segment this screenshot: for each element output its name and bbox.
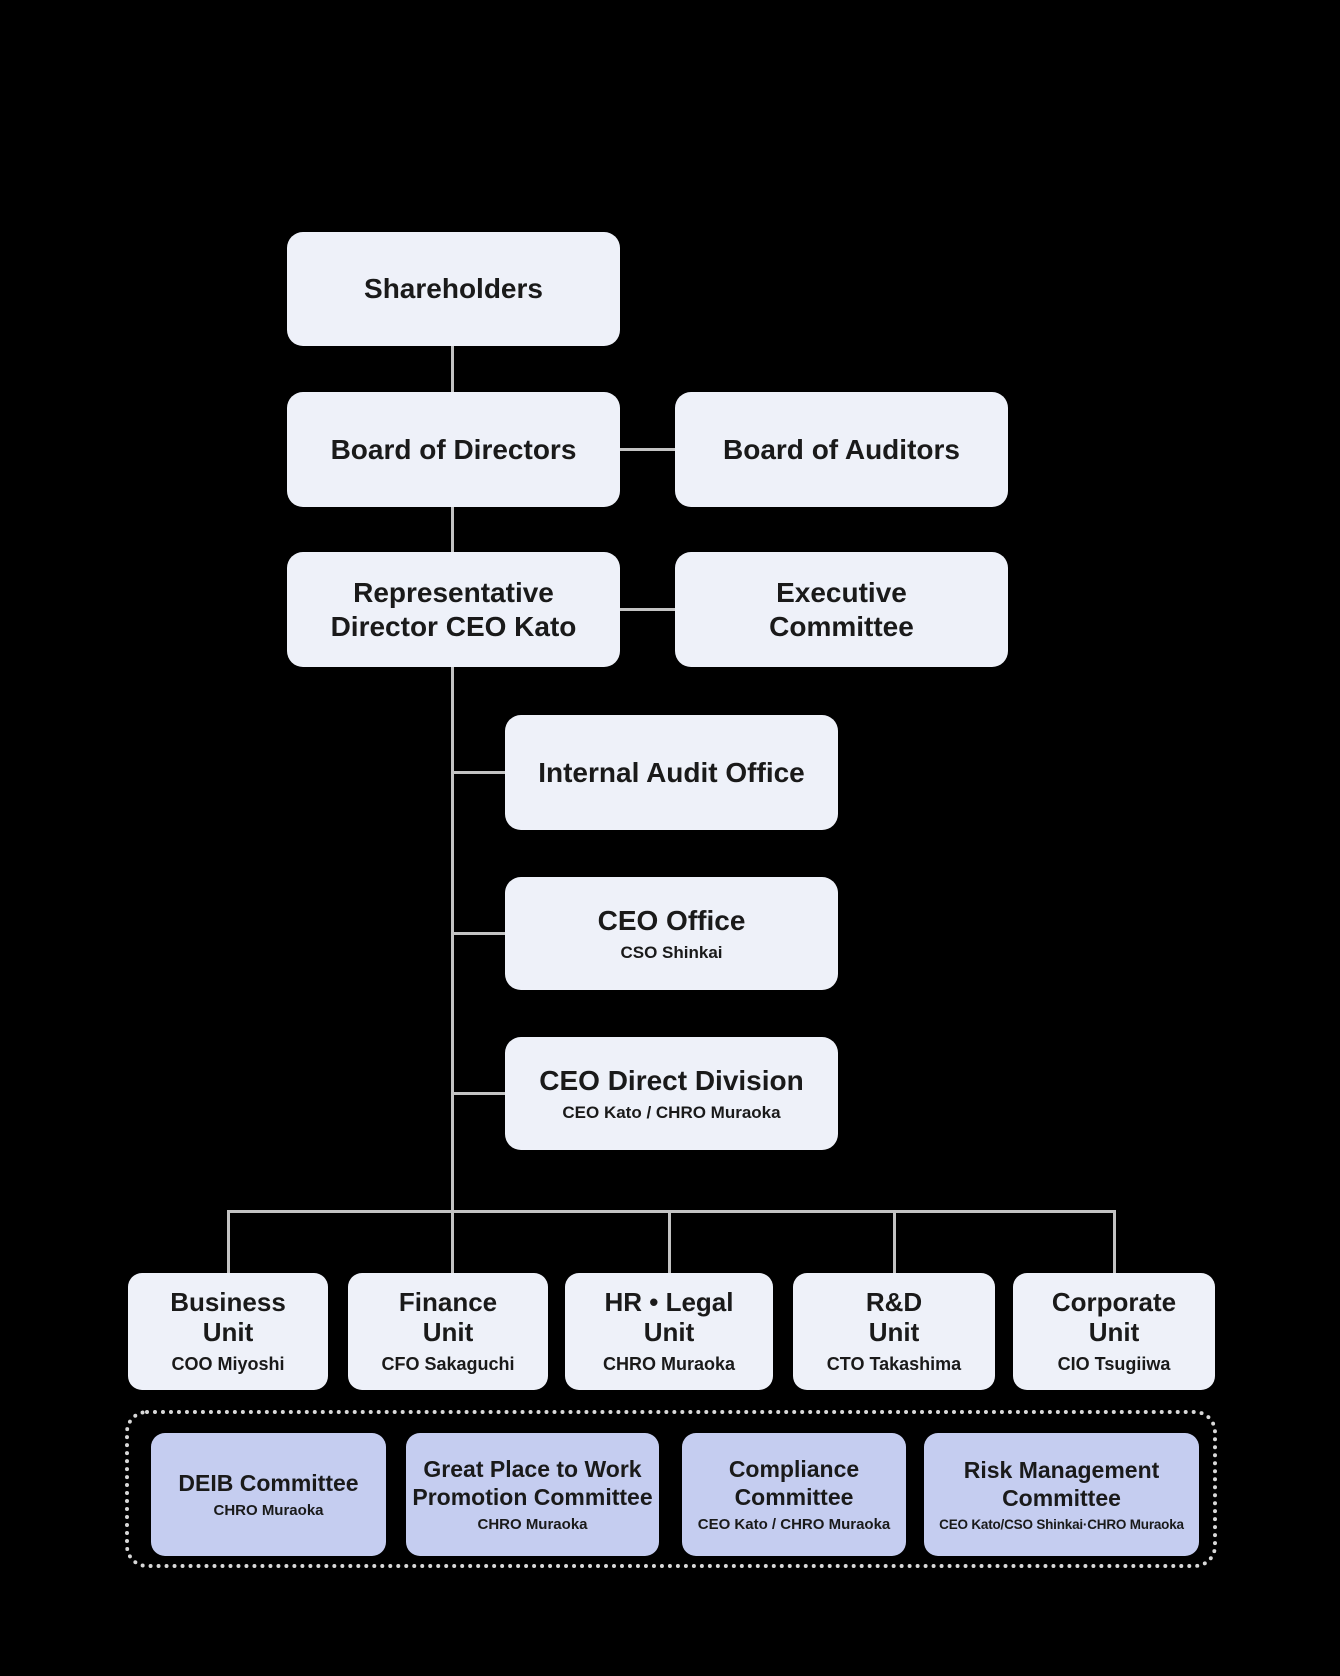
node-subtitle: CFO Sakaguchi bbox=[381, 1354, 515, 1375]
connector-drop-corporate bbox=[1113, 1210, 1116, 1273]
connector-ceo-office bbox=[452, 932, 505, 935]
node-compliance-committee: Compliance Committee CEO Kato / CHRO Mur… bbox=[682, 1433, 906, 1556]
node-rd-unit: R&D Unit CTO Takashima bbox=[793, 1273, 995, 1390]
connector-trunk bbox=[451, 667, 454, 1273]
node-risk-management-committee: Risk Management Committee CEO Kato/CSO S… bbox=[924, 1433, 1199, 1556]
node-title: Compliance Committee bbox=[728, 1455, 860, 1510]
connector-units-horizontal bbox=[227, 1210, 1116, 1213]
node-hr-legal-unit: HR • Legal Unit CHRO Muraoka bbox=[565, 1273, 773, 1390]
connector-drop-hr-legal bbox=[668, 1210, 671, 1273]
connector-board-auditors bbox=[620, 448, 675, 451]
node-title: HR • Legal Unit bbox=[604, 1286, 734, 1347]
node-subtitle: CHRO Muraoka bbox=[602, 1354, 736, 1375]
node-title: Risk Management Committee bbox=[963, 1456, 1160, 1511]
node-title: Internal Audit Office bbox=[538, 756, 805, 788]
node-title: Shareholders bbox=[364, 273, 543, 305]
connector-ceo-exec-committee bbox=[620, 608, 675, 611]
node-subtitle: CIO Tsugiiwa bbox=[1057, 1354, 1171, 1375]
connector-internal-audit bbox=[452, 771, 505, 774]
node-subtitle: CEO Kato / CHRO Muraoka bbox=[697, 1516, 891, 1534]
node-title: Representative Director CEO Kato bbox=[330, 577, 577, 642]
node-deib-committee: DEIB Committee CHRO Muraoka bbox=[151, 1433, 386, 1556]
connector-ceo-direct-division bbox=[452, 1092, 505, 1095]
node-representative-director: Representative Director CEO Kato bbox=[287, 552, 620, 667]
node-executive-committee: Executive Committee bbox=[675, 552, 1008, 667]
node-title: R&D Unit bbox=[865, 1286, 923, 1347]
node-title: Finance Unit bbox=[398, 1286, 498, 1347]
node-title: Business Unit bbox=[170, 1286, 286, 1347]
node-ceo-direct-division: CEO Direct Division CEO Kato / CHRO Mura… bbox=[505, 1037, 838, 1150]
node-internal-audit-office: Internal Audit Office bbox=[505, 715, 838, 830]
connector-drop-business bbox=[227, 1210, 230, 1273]
node-title: Executive Committee bbox=[769, 577, 914, 642]
connector-board-ceo bbox=[451, 507, 454, 552]
committees-container: DEIB Committee CHRO Muraoka Great Place … bbox=[125, 1410, 1217, 1568]
node-corporate-unit: Corporate Unit CIO Tsugiiwa bbox=[1013, 1273, 1215, 1390]
node-title: Board of Auditors bbox=[723, 433, 960, 465]
node-shareholders: Shareholders bbox=[287, 232, 620, 346]
node-subtitle: CHRO Muraoka bbox=[213, 1502, 324, 1520]
connector-drop-rd bbox=[893, 1210, 896, 1273]
node-board-of-directors: Board of Directors bbox=[287, 392, 620, 507]
node-finance-unit: Finance Unit CFO Sakaguchi bbox=[348, 1273, 548, 1390]
node-subtitle: CSO Shinkai bbox=[620, 942, 723, 962]
node-subtitle: CEO Kato / CHRO Muraoka bbox=[562, 1102, 781, 1122]
node-subtitle: COO Miyoshi bbox=[171, 1354, 285, 1375]
node-ceo-office: CEO Office CSO Shinkai bbox=[505, 877, 838, 990]
node-title: Great Place to Work Promotion Committee bbox=[412, 1455, 653, 1510]
connector-shareholders-board bbox=[451, 346, 454, 392]
node-title: CEO Office bbox=[597, 905, 746, 937]
node-title: Corporate Unit bbox=[1051, 1286, 1177, 1347]
node-title: Board of Directors bbox=[330, 433, 577, 465]
node-board-of-auditors: Board of Auditors bbox=[675, 392, 1008, 507]
node-subtitle: CTO Takashima bbox=[826, 1354, 962, 1375]
node-great-place-to-work-committee: Great Place to Work Promotion Committee … bbox=[406, 1433, 659, 1556]
node-title: DEIB Committee bbox=[178, 1469, 359, 1496]
node-subtitle: CHRO Muraoka bbox=[477, 1516, 588, 1534]
node-title: CEO Direct Division bbox=[539, 1065, 804, 1097]
node-subtitle: CEO Kato/CSO Shinkai·CHRO Muraoka bbox=[939, 1517, 1184, 1533]
node-business-unit: Business Unit COO Miyoshi bbox=[128, 1273, 328, 1390]
